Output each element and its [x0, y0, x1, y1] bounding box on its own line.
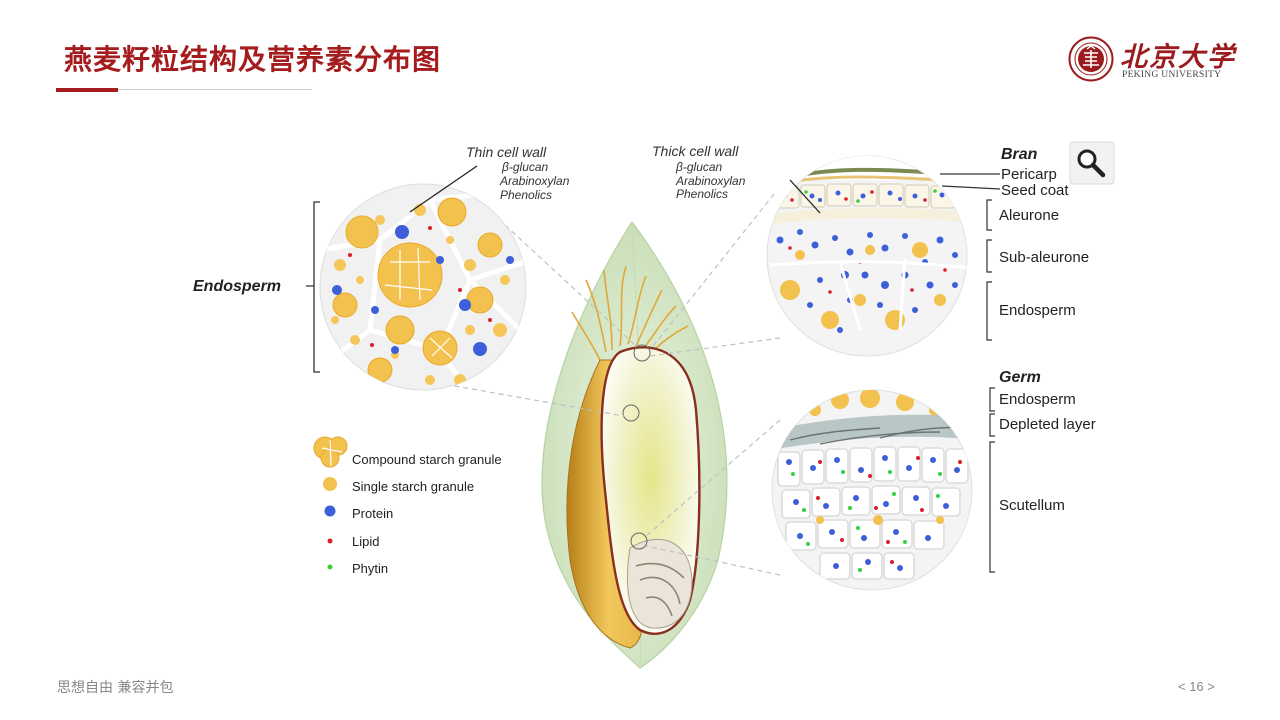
sample-point-bran [633, 344, 651, 362]
phytin-dot-icon [327, 564, 333, 570]
bran-title: Bran [1001, 146, 1038, 163]
thick-wall-item: Phenolics [676, 187, 728, 201]
thin-wall-pointer [409, 165, 478, 213]
legend-label: Single starch granule [352, 479, 474, 494]
oat-grain [541, 220, 728, 669]
endosperm-zoom [319, 183, 527, 391]
germ-zoom [771, 389, 973, 591]
university-name-en: PEKING UNIVERSITY [1122, 70, 1222, 80]
legend-label: Compound starch granule [352, 452, 502, 467]
thin-wall-item: Arabinoxylan [499, 174, 570, 188]
bran-layer-label: Aleurone [999, 207, 1059, 224]
thick-wall-title: Thick cell wall [652, 143, 739, 159]
footer-motto: 思想自由 兼容并包 [57, 680, 174, 696]
germ-title: Germ [999, 369, 1041, 386]
lipid-dot-icon [327, 538, 333, 544]
thick-wall-item: β-glucan [675, 160, 723, 174]
thin-wall-item: β-glucan [501, 160, 549, 174]
germ-layer-label: Endosperm [999, 391, 1076, 408]
bran-layer-label: Sub-aleurone [999, 249, 1089, 266]
magnifier-icon[interactable] [1069, 141, 1115, 185]
legend-label: Lipid [352, 534, 379, 549]
germ-layer-label: Scutellum [999, 497, 1065, 514]
title-underline-accent [56, 88, 118, 92]
thin-wall-title: Thin cell wall [466, 144, 547, 160]
protein-dot-icon [324, 505, 336, 517]
slide-title: 燕麦籽粒结构及营养素分布图 [64, 43, 442, 76]
sample-point-germ [630, 532, 648, 550]
university-seal-icon [1068, 36, 1114, 82]
thin-wall-item: Phenolics [500, 188, 552, 202]
compound-starch-icon [313, 436, 348, 468]
bran-labels: Bran Pericarp Seed coat Aleurone Sub-ale… [940, 146, 1089, 341]
legend-label: Phytin [352, 561, 388, 576]
page-number: < 16 > [1178, 679, 1215, 694]
thick-wall-pointer [789, 179, 821, 214]
legend: Compound starch granule Single starch gr… [313, 436, 502, 576]
bran-zoom [766, 155, 968, 357]
thick-wall-item: Arabinoxylan [675, 174, 746, 188]
university-name-cn: 北京大学 [1120, 42, 1236, 73]
grain-germ [626, 539, 693, 629]
endosperm-bracket [306, 201, 320, 373]
bran-layer-label: Endosperm [999, 302, 1076, 319]
single-starch-icon [323, 477, 337, 491]
germ-labels: Germ Endosperm Depleted layer Scutellum [989, 369, 1096, 573]
sample-point-endosperm [622, 404, 640, 422]
bran-layer-label: Seed coat [1001, 182, 1069, 199]
legend-label: Protein [352, 506, 393, 521]
bran-layer-label: Pericarp [1001, 166, 1057, 183]
title-underline [56, 89, 312, 90]
university-logo: 北京大学 PEKING UNIVERSITY [1068, 34, 1238, 84]
endosperm-label: Endosperm [193, 278, 281, 295]
germ-layer-label: Depleted layer [999, 416, 1096, 433]
